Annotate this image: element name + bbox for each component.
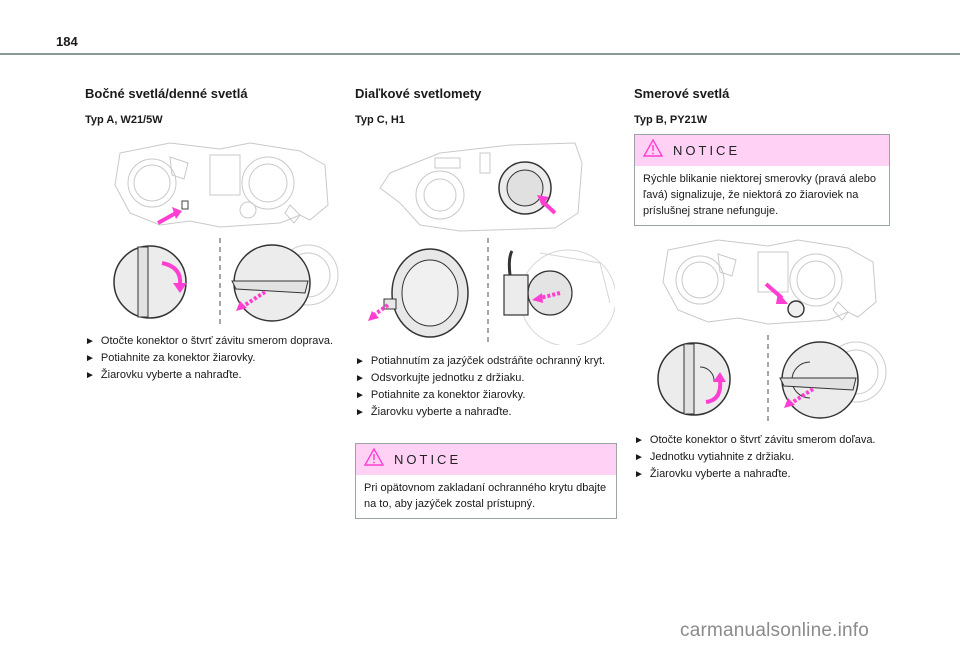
direction-indicator-illustration	[648, 232, 888, 424]
section-direction-indicators: Smerové svetlá Typ B, PY21W	[634, 84, 890, 128]
step-item: ►Žiarovku vyberte a nahraďte.	[355, 406, 512, 418]
bullet-arrow-icon: ►	[355, 356, 365, 367]
warning-triangle-icon	[363, 447, 385, 471]
notice-text: Pri opätovnom zakladaní ochranného krytu…	[364, 482, 607, 510]
step-item: ►Odsvorkujte jednotku z držiaku.	[355, 372, 525, 384]
section-title: Diaľkové svetlomety	[355, 86, 482, 101]
section-title: Smerové svetlá	[634, 86, 730, 101]
step-item: ►Žiarovku vyberte a nahraďte.	[634, 468, 791, 480]
bullet-arrow-icon: ►	[85, 370, 95, 381]
notice-box-fast-blinking: NOTICE Rýchle blikanie niektorej smerovk…	[634, 134, 890, 226]
section-title: Bočné svetlá/denné svetlá	[85, 86, 248, 101]
notice-header: NOTICE	[635, 135, 889, 166]
bullet-arrow-icon: ►	[85, 336, 95, 347]
high-beam-illustration	[360, 133, 615, 345]
step-item: ►Jednotku vytiahnite z držiaku.	[634, 451, 795, 463]
section-side-lamps: Bočné svetlá/denné svetlá Typ A, W21/5W	[85, 84, 345, 128]
side-lamp-steps: ►Otočte konektor o štvrť závitu smerom d…	[85, 333, 345, 384]
notice-title: NOTICE	[673, 143, 741, 158]
section-subtitle: Typ B, PY21W	[634, 114, 708, 126]
warning-triangle-icon	[642, 138, 664, 162]
step-item: ►Otočte konektor o štvrť závitu smerom d…	[634, 434, 876, 446]
bullet-arrow-icon: ►	[85, 353, 95, 364]
bullet-arrow-icon: ►	[634, 435, 644, 446]
page-number: 184	[56, 34, 78, 49]
direction-indicator-steps: ►Otočte konektor o štvrť závitu smerom d…	[634, 432, 890, 483]
notice-title: NOTICE	[394, 452, 462, 467]
header-rule	[0, 53, 960, 55]
notice-box-protective-cover: NOTICE Pri opätovnom zakladaní ochrannéh…	[355, 443, 617, 519]
step-item: ►Potiahnite za konektor žiarovky.	[355, 389, 526, 401]
notice-text: Rýchle blikanie niektorej smerovky (prav…	[643, 173, 876, 217]
section-subtitle: Typ C, H1	[355, 114, 405, 126]
watermark-link[interactable]: carmanualsonline.info	[680, 620, 870, 641]
step-item: ►Žiarovku vyberte a nahraďte.	[85, 369, 242, 381]
section-high-beam: Diaľkové svetlomety Typ C, H1	[355, 84, 617, 128]
section-subtitle: Typ A, W21/5W	[85, 114, 163, 126]
bullet-arrow-icon: ►	[355, 390, 365, 401]
bullet-arrow-icon: ►	[355, 373, 365, 384]
notice-header: NOTICE	[356, 444, 616, 475]
bullet-arrow-icon: ►	[355, 407, 365, 418]
bullet-arrow-icon: ►	[634, 469, 644, 480]
high-beam-steps: ►Potiahnutím za jazýček odstráňte ochran…	[355, 353, 617, 421]
bullet-arrow-icon: ►	[634, 452, 644, 463]
step-item: ►Potiahnutím za jazýček odstráňte ochran…	[355, 355, 606, 367]
step-item: ►Potiahnite za konektor žiarovky.	[85, 352, 256, 364]
step-item: ►Otočte konektor o štvrť závitu smerom d…	[85, 335, 334, 347]
side-lamp-illustration	[100, 135, 340, 330]
